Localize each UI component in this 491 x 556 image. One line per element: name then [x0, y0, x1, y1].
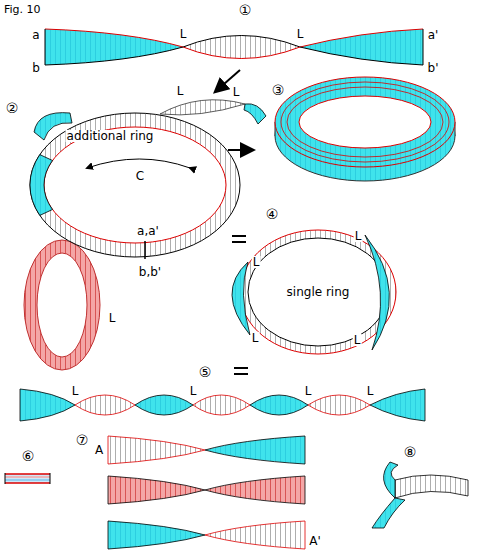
part-label: L — [366, 385, 375, 397]
twisted-strip — [20, 389, 425, 421]
step-arrow — [228, 149, 252, 151]
part-label: L — [71, 385, 80, 397]
callout-number: ⑥ — [21, 449, 36, 463]
single-ring — [232, 230, 396, 354]
callout-number: ④ — [265, 207, 280, 221]
folded-ring — [275, 77, 455, 181]
part-label: a,a' — [136, 225, 160, 237]
callout-number: ③ — [271, 83, 286, 97]
callout-number: ⑦ — [75, 433, 90, 447]
partial-ring — [372, 462, 468, 528]
part-label: L — [354, 230, 363, 242]
part-label: a — [31, 29, 40, 41]
part-label: single ring — [286, 286, 351, 298]
part-label: L — [232, 86, 241, 98]
part-label: L — [304, 385, 313, 397]
additional-ring — [24, 240, 100, 370]
figure-title: Fig. 10 — [4, 4, 41, 15]
callout-number: ① — [238, 3, 253, 17]
part-label: additional ring — [66, 130, 155, 142]
part-label: L — [108, 312, 117, 324]
part-label: L — [179, 28, 188, 40]
part-label: A' — [308, 535, 322, 547]
part-label: L — [176, 85, 185, 97]
callout-number: ⑤ — [198, 365, 213, 379]
joined-strip — [30, 100, 266, 259]
part-label: b — [31, 62, 41, 74]
strip-edge-view — [5, 473, 50, 484]
part-label: L — [353, 334, 362, 346]
callout-number: ② — [5, 101, 20, 115]
cut-strips — [108, 436, 305, 549]
part-label: A — [94, 444, 104, 456]
part-label: a' — [427, 29, 440, 41]
twisted-strip — [45, 29, 423, 65]
part-label: L — [251, 332, 260, 344]
part-label: C — [135, 170, 145, 182]
part-label: b' — [427, 62, 440, 74]
part-label: b,b' — [138, 266, 162, 278]
callout-number: ⑧ — [403, 445, 418, 459]
part-label: L — [189, 385, 198, 397]
part-label: L — [252, 256, 261, 268]
part-label: L — [296, 28, 305, 40]
